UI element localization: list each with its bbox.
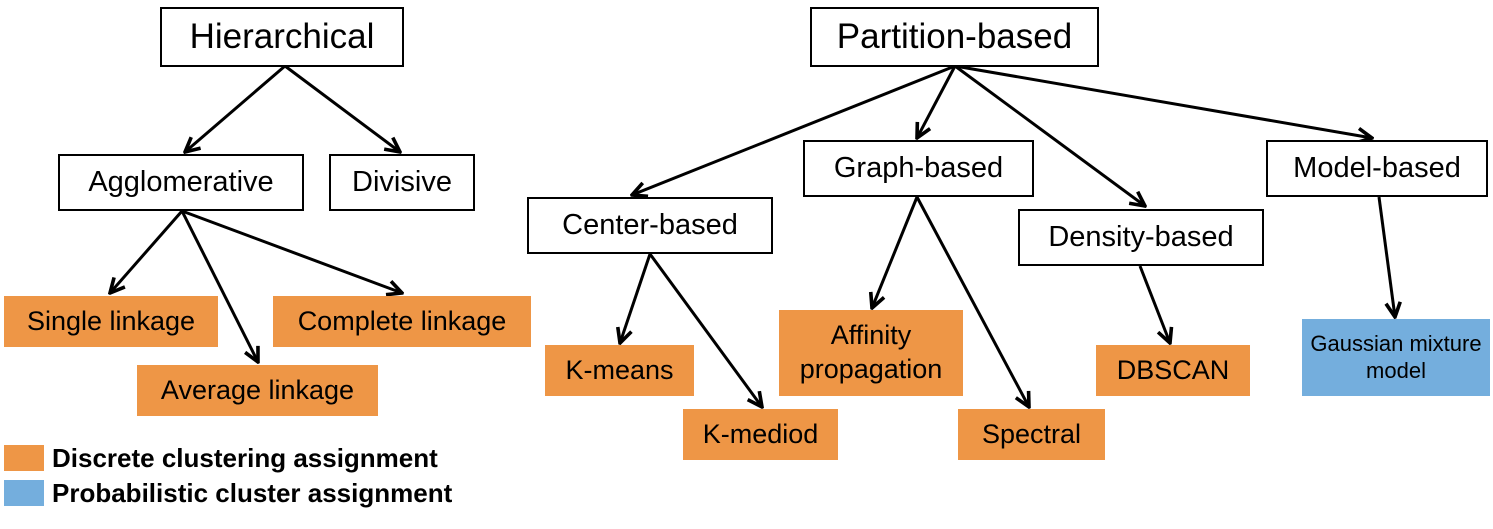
edge-density-based-to-dbscan (1138, 265, 1170, 343)
edge-partition-based-to-model-based (954, 64, 1372, 138)
node-average-linkage: Average linkage (137, 365, 378, 416)
node-center-based: Center-based (527, 197, 773, 254)
edge-hierarchical-to-agglomerative (185, 64, 286, 152)
edge-center-based-to-k-mediod (648, 253, 762, 407)
edge-model-based-to-gaussian-mixture-model (1377, 196, 1395, 317)
edge-agglomerative-to-average-linkage (180, 210, 258, 362)
node-gaussian-mixture-model: Gaussian mixture model (1302, 319, 1490, 396)
edge-center-based-to-k-means (620, 253, 652, 343)
node-single-linkage: Single linkage (4, 296, 218, 347)
node-affinity-propagation: Affinity propagation (779, 310, 963, 396)
edge-partition-based-to-graph-based (917, 65, 957, 138)
legend-swatch-discrete (4, 445, 44, 471)
node-dbscan: DBSCAN (1096, 345, 1250, 396)
edge-hierarchical-to-divisive (284, 64, 400, 152)
node-spectral: Spectral (958, 409, 1105, 460)
legend-label-probabilistic: Probabilistic cluster assignment (52, 477, 453, 508)
legend-label-discrete: Discrete clustering assignment (52, 442, 438, 473)
edge-agglomerative-to-single-linkage (110, 210, 184, 293)
legend-discrete: Discrete clustering assignment (4, 442, 438, 473)
node-complete-linkage: Complete linkage (273, 296, 531, 347)
edge-partition-based-to-center-based (632, 64, 956, 195)
edge-graph-based-to-spectral (915, 196, 1029, 407)
node-graph-based: Graph-based (803, 140, 1034, 197)
node-partition-based: Partition-based (810, 7, 1099, 67)
node-density-based: Density-based (1018, 209, 1264, 266)
edge-graph-based-to-affinity-propagation (872, 196, 919, 308)
legend-probabilistic: Probabilistic cluster assignment (4, 477, 453, 508)
node-divisive: Divisive (329, 154, 475, 211)
node-k-means: K-means (545, 345, 694, 396)
node-k-mediod: K-mediod (683, 409, 838, 460)
node-hierarchical: Hierarchical (160, 7, 404, 67)
node-agglomerative: Agglomerative (58, 154, 304, 211)
edge-agglomerative-to-complete-linkage (181, 209, 402, 293)
node-model-based: Model-based (1266, 140, 1488, 197)
legend-swatch-probabilistic (4, 480, 44, 506)
edge-partition-based-to-density-based (954, 64, 1145, 206)
